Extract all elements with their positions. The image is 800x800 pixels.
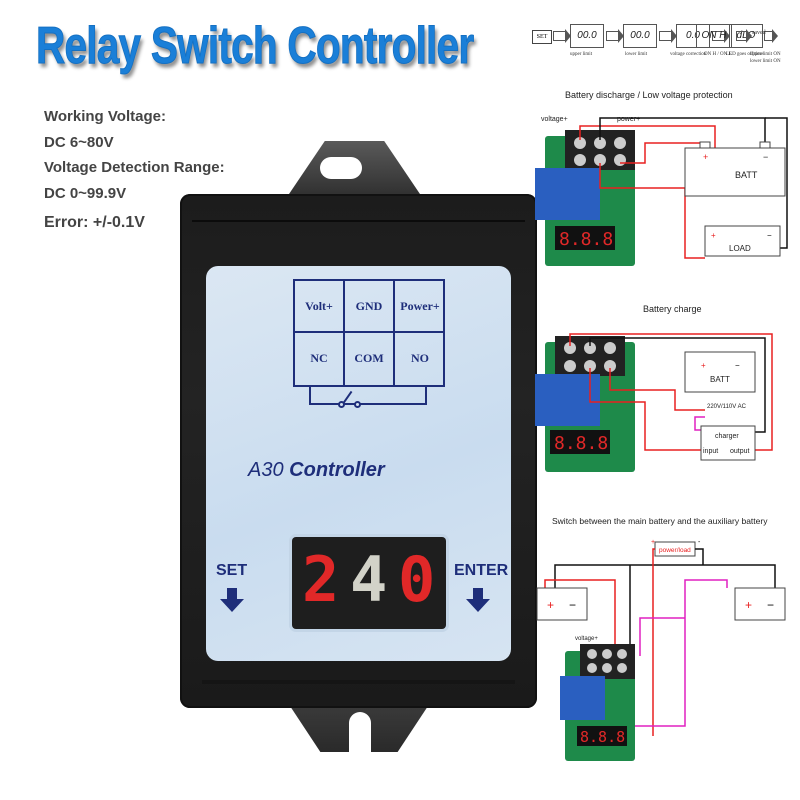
svg-text:power+: power+ — [617, 116, 640, 123]
wiring-diagram-charge: 8.8.8 + − BATT 220V/110V AC charger input… — [535, 333, 773, 472]
svg-text:voltage+: voltage+ — [575, 636, 598, 642]
model-label: A30 Controller — [248, 459, 385, 481]
svg-text:8.8.8: 8.8.8 — [580, 728, 625, 746]
flow-end-saved: saved — [752, 30, 766, 36]
terminal-power-plus: Power+ — [395, 281, 445, 333]
enter-button[interactable] — [466, 588, 490, 614]
svg-text:-: - — [698, 539, 701, 546]
svg-text:+: + — [701, 361, 706, 370]
svg-text:LOAD: LOAD — [729, 244, 751, 253]
terminal-nc: NC — [295, 333, 345, 385]
flow-arrow-icon — [764, 29, 778, 43]
flow-arrow-icon — [736, 29, 752, 43]
flow-step-on-mode: ON H — [696, 24, 732, 48]
svg-text:BATT: BATT — [735, 170, 758, 180]
controller-case: Volt+ GND Power+ NC COM NO A30 Controlle… — [180, 194, 537, 708]
svg-text:−: − — [735, 361, 740, 370]
svg-text:charger: charger — [715, 433, 739, 440]
switch-contact-icon — [338, 401, 345, 408]
flow-label: LED goes off time — [726, 52, 764, 57]
terminal-diagram: Volt+ GND Power+ NC COM NO — [293, 279, 445, 387]
relay-switch-symbol — [309, 387, 427, 405]
flow-note: upper limit ON — [750, 52, 781, 57]
svg-text:+: + — [745, 598, 752, 612]
settings-flow-chart-end: ON H saved ON H / ON L upper limit ON lo… — [696, 22, 800, 72]
product-title: Relay Switch Controller — [36, 17, 475, 76]
svg-text:input: input — [703, 448, 718, 455]
mounting-hole — [320, 157, 362, 179]
svg-text:+: + — [547, 598, 554, 612]
svg-text:8.8.8: 8.8.8 — [559, 229, 613, 250]
flow-arrow-icon — [712, 29, 730, 43]
diagram-title-discharge: Battery discharge / Low voltage protecti… — [565, 90, 733, 100]
detection-range-label: Voltage Detection Range: — [44, 159, 225, 176]
wiring-diagram-discharge: 8.8.8 + BATT − + − LOAD voltage+ power+ — [535, 116, 788, 266]
flow-label: ON H / ON L — [704, 52, 732, 57]
svg-text:power/load: power/load — [659, 547, 691, 554]
set-button[interactable] — [220, 588, 244, 614]
terminal-no: NO — [411, 351, 429, 365]
svg-text:+: + — [703, 152, 708, 162]
flow-start-set: SET — [532, 30, 552, 44]
terminal-gnd: GND — [345, 281, 395, 333]
flow-arrow-icon — [606, 29, 624, 43]
svg-text:voltage+: voltage+ — [541, 116, 568, 123]
flow-step-upper-limit: 00.0 — [570, 24, 604, 48]
diagram-title-charge: Battery charge — [643, 304, 702, 314]
flow-label: upper limit — [570, 52, 593, 57]
flow-arrow-icon — [553, 29, 571, 43]
front-panel: Volt+ GND Power+ NC COM NO A30 Controlle… — [206, 266, 511, 661]
svg-text:−: − — [569, 598, 576, 612]
working-voltage-value: DC 6~80V — [44, 133, 114, 151]
flow-label: voltage correction — [670, 52, 707, 57]
working-voltage-label: Working Voltage: — [44, 108, 166, 125]
diagram-title-switch: Switch between the main battery and the … — [552, 516, 768, 526]
flow-step-lower-limit: 00.0 — [623, 24, 657, 48]
terminal-com: COM — [345, 333, 395, 385]
terminal-volt-plus: Volt+ — [295, 281, 345, 333]
switch-contact-icon — [354, 401, 361, 408]
svg-text:+: + — [711, 231, 716, 240]
svg-text:output: output — [730, 448, 750, 455]
error-spec: Error: +/-0.1V — [44, 214, 145, 231]
display-digit: 4 — [350, 543, 388, 616]
flow-arrow-icon — [659, 29, 677, 43]
svg-text:BATT: BATT — [710, 375, 730, 384]
set-label: SET — [216, 562, 248, 579]
svg-text:−: − — [763, 152, 768, 162]
display-digit: 2 — [302, 543, 340, 616]
detection-range-value: DC 0~99.9V — [44, 184, 127, 202]
flow-step-voltage-correction: 0.0 — [676, 24, 710, 48]
svg-text:8.8.8: 8.8.8 — [554, 433, 608, 454]
spec-list: Working Voltage: DC 6~80V Voltage Detect… — [44, 104, 225, 236]
display-digit: 0 — [398, 543, 436, 616]
flow-note: lower limit ON — [750, 59, 781, 64]
svg-text:−: − — [767, 231, 772, 240]
wiring-diagram-switch: power/load + - + − + − 8.8.8 voltage+ — [536, 539, 786, 761]
svg-text:+: + — [651, 539, 655, 546]
flow-label: lower limit — [625, 52, 648, 57]
led-display: 2 4 0 — [292, 537, 446, 629]
mounting-slot — [349, 712, 371, 754]
svg-text:220V/110V AC: 220V/110V AC — [707, 404, 747, 410]
enter-label: ENTER — [454, 562, 509, 579]
svg-text:−: − — [767, 598, 774, 612]
